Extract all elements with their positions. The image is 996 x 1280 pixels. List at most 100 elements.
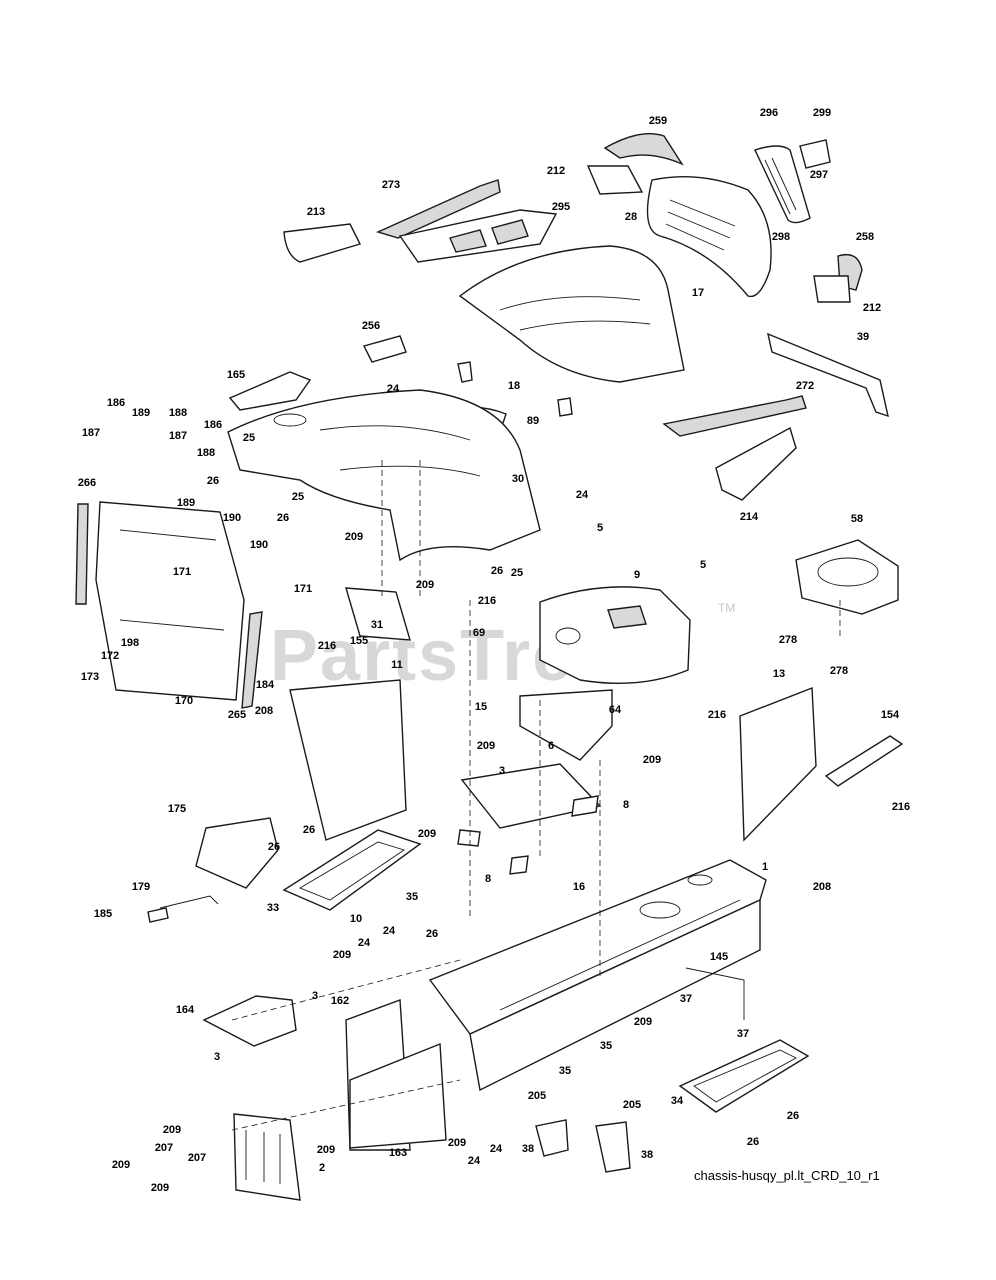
- part-259-lens: [603, 133, 684, 166]
- callout-298: 298: [772, 231, 790, 243]
- part-30-fender: [227, 389, 541, 562]
- callout-26: 26: [747, 1136, 759, 1148]
- callout-179: 179: [132, 881, 150, 893]
- part-31-bracket: [345, 587, 411, 641]
- callout-172: 172: [101, 650, 119, 662]
- callout-35: 35: [406, 891, 418, 903]
- part-273-vent-strip: [376, 179, 501, 239]
- callout-13: 13: [773, 668, 785, 680]
- part-212-light-right: [813, 275, 851, 303]
- callout-297: 297: [810, 169, 828, 181]
- callout-2: 2: [319, 1162, 325, 1174]
- callout-8: 8: [623, 799, 629, 811]
- callout-38: 38: [522, 1143, 534, 1155]
- callout-26: 26: [303, 824, 315, 836]
- callout-171: 171: [294, 583, 312, 595]
- callout-186: 186: [204, 419, 222, 431]
- callout-25: 25: [243, 432, 255, 444]
- part-163-plate: [349, 1042, 447, 1149]
- callout-209: 209: [634, 1016, 652, 1028]
- callout-35: 35: [559, 1065, 571, 1077]
- callout-26: 26: [268, 841, 280, 853]
- part-13-side-plate: [739, 686, 817, 842]
- callout-209: 209: [163, 1124, 181, 1136]
- callout-296: 296: [760, 107, 778, 119]
- callout-8: 8: [485, 873, 491, 885]
- callout-26: 26: [207, 475, 219, 487]
- callout-38: 38: [641, 1149, 653, 1161]
- part-64-dash-bracket: [519, 689, 613, 761]
- callout-209: 209: [416, 579, 434, 591]
- callout-24: 24: [358, 937, 371, 949]
- callout-6: 6: [548, 740, 554, 752]
- callout-175: 175: [168, 803, 186, 815]
- callout-33: 33: [267, 902, 279, 914]
- part-154-bracket: [824, 735, 904, 787]
- callout-207: 207: [188, 1152, 206, 1164]
- callout-209: 209: [317, 1144, 335, 1156]
- part-212-light-left: [586, 165, 644, 195]
- part-164-bracket: [202, 995, 297, 1047]
- callout-162: 162: [331, 995, 349, 1007]
- callout-190: 190: [223, 512, 241, 524]
- callout-205: 205: [528, 1090, 546, 1102]
- callout-209: 209: [112, 1159, 130, 1171]
- part-8-clip: [457, 795, 599, 875]
- callout-209: 209: [643, 754, 661, 766]
- callout-209: 209: [333, 949, 351, 961]
- part-17-hood: [458, 245, 685, 383]
- part-1-main-frame: [428, 859, 767, 1092]
- callout-208: 208: [813, 881, 831, 893]
- callout-212: 212: [863, 302, 881, 314]
- part-6-plate: [460, 763, 602, 829]
- callout-34: 34: [671, 1095, 684, 1107]
- callout-216: 216: [708, 709, 726, 721]
- callout-24: 24: [383, 925, 396, 937]
- callout-272: 272: [796, 380, 814, 392]
- callout-15: 15: [475, 701, 487, 713]
- part-39-bracket: [767, 332, 889, 418]
- part-295-grille: [398, 209, 558, 263]
- callout-3: 3: [312, 990, 318, 1002]
- callout-25: 25: [292, 491, 304, 503]
- callout-209: 209: [151, 1182, 169, 1194]
- callout-5: 5: [597, 522, 603, 534]
- part-33-footrest-left: [282, 829, 422, 911]
- assembly-guide-lines: [231, 460, 841, 1131]
- callout-273: 273: [382, 179, 400, 191]
- callout-165: 165: [227, 369, 245, 381]
- callout-187: 187: [169, 430, 187, 442]
- part-11-side-panel: [289, 679, 407, 841]
- callout-24: 24: [576, 489, 589, 501]
- callout-207: 207: [155, 1142, 173, 1154]
- callout-24: 24: [387, 383, 400, 395]
- callout-39: 39: [857, 331, 869, 343]
- watermark-trademark: TM: [718, 601, 735, 615]
- callout-18: 18: [508, 380, 520, 392]
- callout-258: 258: [856, 231, 874, 243]
- callout-28: 28: [625, 211, 637, 223]
- part-266-strip: [75, 503, 89, 605]
- part-28-front-hood: [646, 176, 772, 298]
- callout-25: 25: [511, 567, 523, 579]
- callout-163: 163: [389, 1147, 407, 1159]
- callout-256: 256: [362, 320, 380, 332]
- callout-214: 214: [740, 511, 759, 523]
- part-299-bracket: [799, 139, 831, 169]
- callout-216: 216: [892, 801, 910, 813]
- part-175-cover: [195, 817, 279, 889]
- part-165-seat-cover: [228, 371, 312, 411]
- callout-170: 170: [175, 695, 193, 707]
- callout-58: 58: [851, 513, 863, 525]
- part-2-bumper: [233, 1113, 301, 1201]
- part-272-vent-strip: [662, 395, 807, 437]
- callout-208: 208: [255, 705, 273, 717]
- callout-24: 24: [490, 1143, 503, 1155]
- part-9-dash-panel: [539, 586, 691, 685]
- callout-145: 145: [710, 951, 728, 963]
- callout-69: 69: [473, 627, 485, 639]
- callout-190: 190: [250, 539, 268, 551]
- callout-216: 216: [478, 595, 496, 607]
- callout-1: 1: [762, 861, 768, 873]
- callout-5: 5: [700, 559, 706, 571]
